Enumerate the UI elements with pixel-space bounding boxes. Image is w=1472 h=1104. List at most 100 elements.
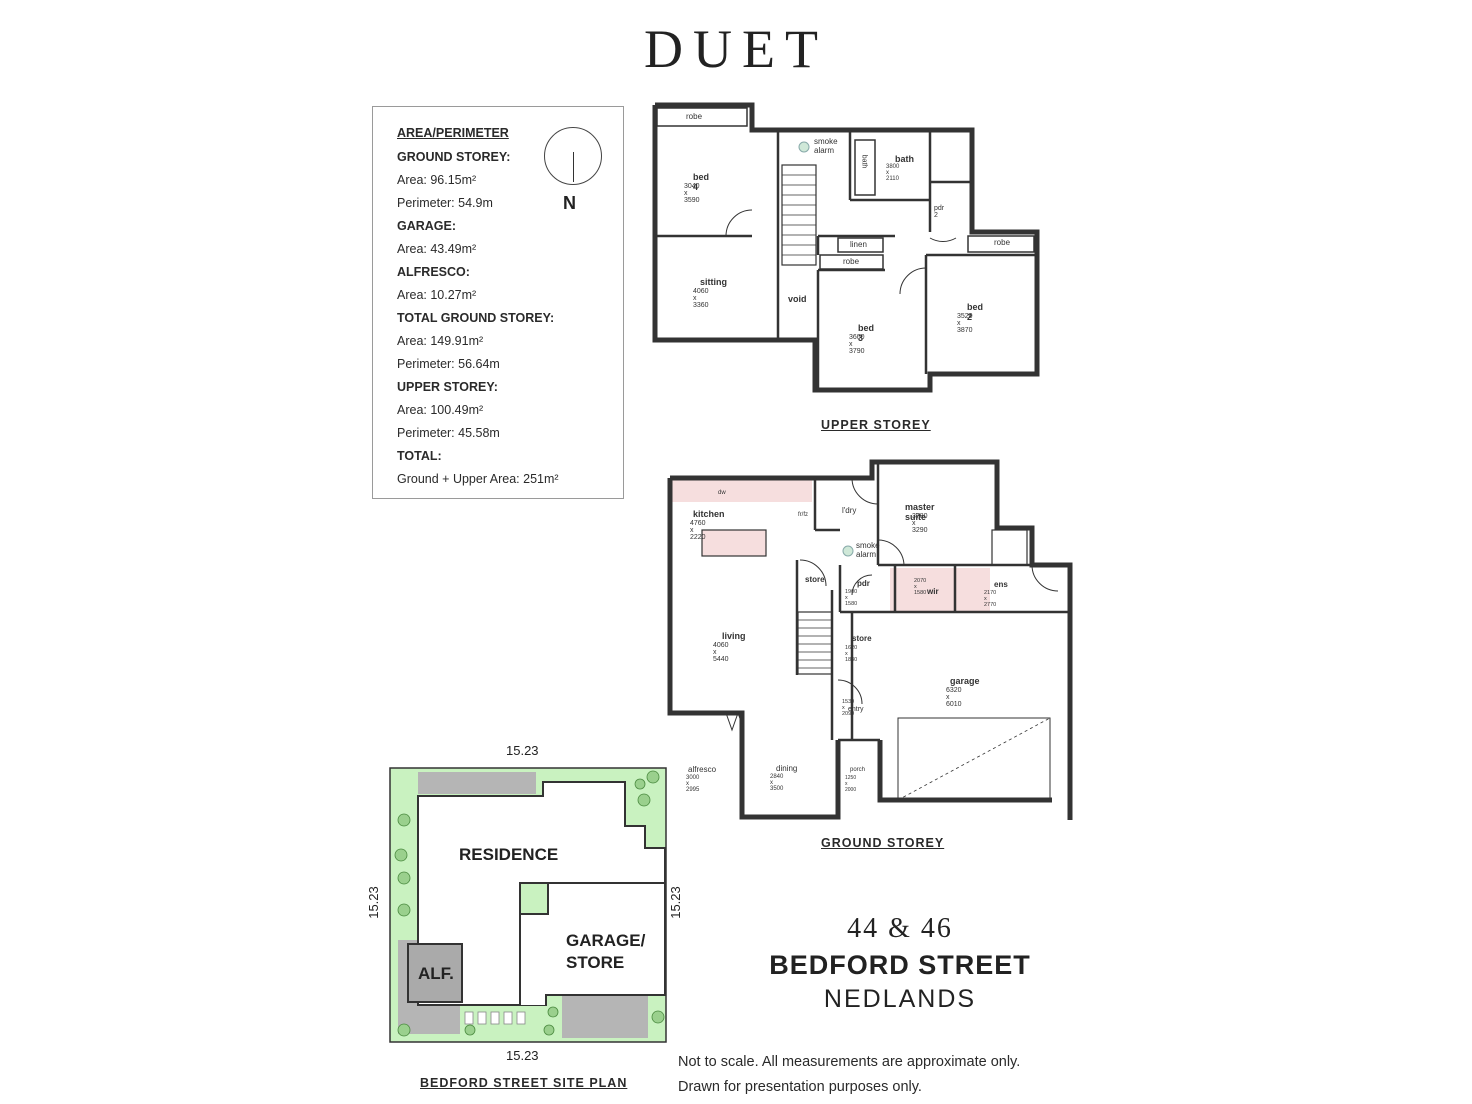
laundry-label: l'dry	[842, 506, 857, 515]
pdr2-label: pdr 2	[934, 205, 945, 219]
door-swing	[799, 559, 827, 587]
alfresco-heading: ALFRESCO:	[397, 265, 470, 279]
alfresco-area: Area: 10.27m²	[397, 288, 477, 302]
garage-store-label-line1: GARAGE/	[566, 931, 646, 950]
ground-storey-caption: GROUND STOREY	[821, 836, 945, 850]
total-ground-area: Area: 149.91m²	[397, 334, 484, 348]
garage-dimensions: 6320 x 6010	[946, 687, 962, 708]
door-swing	[851, 574, 873, 596]
linen-cupboard	[837, 237, 884, 253]
bed3-label: bed 3	[858, 323, 875, 343]
site-dim-top: 15.23	[506, 743, 539, 758]
total-heading: TOTAL:	[397, 449, 442, 463]
compass-icon	[544, 127, 602, 185]
kitchen-dimensions: 4760 x 2220	[690, 520, 706, 541]
tree-icons	[394, 770, 665, 1037]
entry-dimensions: 1530 x 2090	[842, 699, 855, 717]
dishwasher-label: dw	[718, 490, 726, 496]
ground-stairs	[797, 611, 833, 675]
garage-door	[897, 717, 1051, 801]
bathtub-label: bath	[860, 154, 868, 169]
alfresco-site-label: ALF.	[418, 964, 454, 983]
void-label: void	[788, 294, 807, 304]
alfresco-label: alfresco	[688, 765, 717, 774]
alarm-label: alarm	[814, 146, 835, 155]
kitchen-bench-fill	[672, 480, 812, 502]
site-paving	[562, 996, 648, 1038]
alarm-label: alarm	[856, 550, 877, 559]
disclaimer-line1: Not to scale. All measurements are appro…	[678, 1054, 1021, 1070]
robe-label: robe	[686, 112, 703, 121]
shower	[991, 529, 1028, 566]
alfresco-footprint	[407, 943, 463, 1003]
upper-storey-heading: UPPER STOREY:	[397, 380, 498, 394]
garage-store-label-line2: STORE	[566, 953, 625, 972]
north-label: N	[563, 193, 576, 213]
sitting-dimensions: 4060 x 3360	[693, 288, 709, 309]
sitting-label: sitting	[700, 277, 727, 287]
smoke-label: smoke	[856, 541, 880, 550]
address-numbers: 44 & 46	[847, 913, 953, 944]
smoke-label: smoke	[814, 137, 838, 146]
robe-label: robe	[994, 238, 1011, 247]
bath-dimensions: 3800 x 2110	[886, 164, 900, 182]
dining-dimensions: 2840 x 3500	[770, 774, 784, 792]
upper-storey-perimeter: Perimeter: 45.58m	[397, 426, 500, 440]
garage-area: Area: 43.49m²	[397, 242, 477, 256]
living-dimensions: 4060 x 5440	[713, 642, 729, 663]
master-suite-label: master suite	[905, 502, 935, 522]
porch-label: porch	[850, 767, 866, 773]
robe-a	[656, 107, 748, 127]
pdr-label: pdr	[857, 579, 870, 588]
door-swing	[851, 477, 879, 505]
address-street: BEDFORD STREET	[769, 950, 1031, 980]
kitchen-island	[701, 529, 767, 557]
alfresco-dimensions: 3000 x 2995	[686, 775, 700, 793]
garage-store-outline	[519, 882, 666, 1005]
bathtub	[854, 139, 876, 196]
wet-area-fill	[890, 568, 990, 612]
brand-logo: DUET	[644, 19, 828, 79]
wir-label: wir	[927, 587, 939, 596]
fridge-label: fr/fz	[798, 512, 808, 518]
store-label: store	[805, 575, 825, 584]
upper-outer-wall	[652, 102, 1040, 393]
bed3-dimensions: 3600 x 3790	[849, 334, 865, 355]
total-area: Ground + Upper Area: 251m²	[397, 472, 559, 486]
store2-label: store	[852, 634, 872, 643]
ens-dimensions: 2170 x 2770	[984, 590, 997, 608]
entry-label: entry	[848, 706, 864, 713]
area-title: AREA/PERIMETER	[397, 126, 509, 140]
porch-dimensions: 1250 x 2000	[845, 775, 857, 793]
ground-storey-heading: GROUND STOREY:	[397, 150, 511, 164]
robe-b	[819, 254, 884, 270]
address-suburb: NEDLANDS	[823, 985, 977, 1013]
ground-outer-wall	[667, 478, 841, 820]
store2-dimensions: 1620 x 1830	[845, 645, 858, 663]
garage-label: garage	[950, 676, 980, 686]
ground-storey-area: Area: 96.15m²	[397, 173, 477, 187]
bed2-dimensions: 3520 x 3870	[957, 313, 973, 334]
garage-heading: GARAGE:	[397, 219, 457, 233]
door-swing	[929, 237, 957, 242]
site-dim-left: 15.23	[365, 886, 381, 919]
residence-label: RESIDENCE	[459, 845, 559, 864]
garage-wall	[877, 740, 1052, 803]
door-swing	[837, 679, 863, 705]
master-suite-dimensions: 3780 x 3290	[912, 513, 928, 534]
area-perimeter-panel: AREA/PERIMETER GROUND STOREY: Area: 96.1…	[372, 106, 624, 499]
smoke-alarm-icon	[798, 141, 810, 153]
living-label: living	[722, 631, 746, 641]
total-ground-perimeter: Perimeter: 56.64m	[397, 357, 500, 371]
disclaimer-line2: Drawn for presentation purposes only.	[678, 1079, 922, 1095]
smoke-alarm-icon	[842, 545, 854, 557]
bed4-label: bed 4	[693, 172, 710, 192]
site-plan-caption: BEDFORD STREET SITE PLAN	[420, 1076, 628, 1090]
upper-storey-caption: UPPER STOREY	[821, 418, 931, 432]
door-swing	[877, 539, 905, 566]
site-paving	[418, 772, 536, 794]
door-swing	[725, 209, 753, 237]
robe-c	[967, 235, 1035, 253]
wir-dimensions: 2070 x 1580	[914, 578, 927, 596]
